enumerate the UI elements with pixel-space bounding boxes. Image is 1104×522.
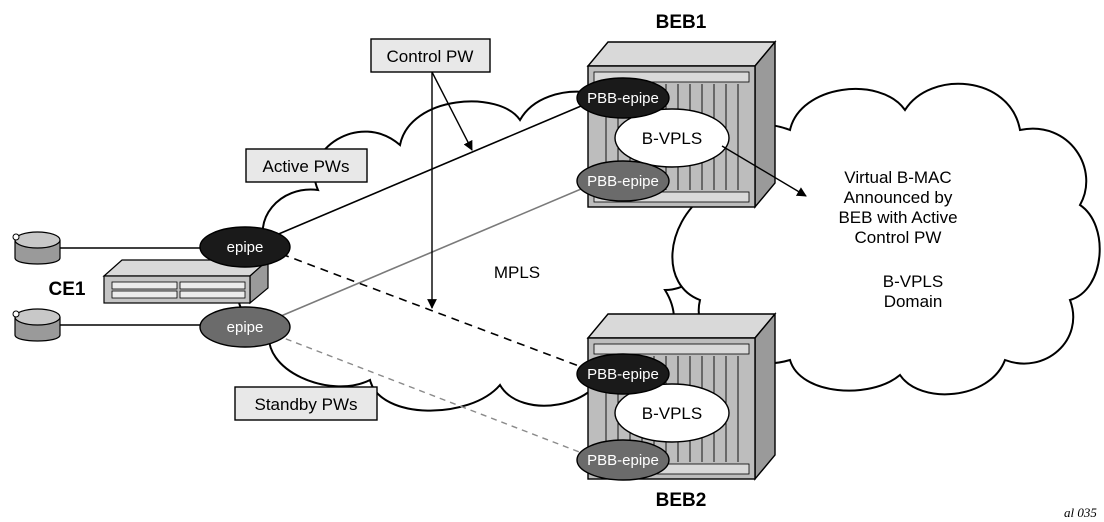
beb2-bvpls-label: B-VPLS bbox=[642, 404, 702, 423]
beb1-bvpls-label: B-VPLS bbox=[642, 129, 702, 148]
beb1-pbb-epipe-bottom-label: PBB-epipe bbox=[587, 173, 659, 190]
standby-pws-box bbox=[234, 386, 378, 421]
vmac-line-4: Control PW bbox=[855, 228, 942, 247]
active-pw-line bbox=[254, 97, 601, 245]
announce-arrow bbox=[721, 145, 807, 197]
epipe-standby-label: epipe bbox=[227, 319, 264, 336]
control-pw-label: Control PW bbox=[387, 47, 474, 66]
control-pw-box bbox=[370, 38, 491, 73]
active-pws-label: Active PWs bbox=[263, 157, 350, 176]
figure-id: al 035 bbox=[1064, 505, 1097, 520]
domain-line-1: B-VPLS bbox=[883, 272, 943, 291]
beb2-pbb-epipe-bottom-label: PBB-epipe bbox=[587, 452, 659, 469]
beb2-label: BEB2 bbox=[656, 490, 707, 511]
domain-line-2: Domain bbox=[884, 292, 943, 311]
active-pws-box bbox=[245, 148, 368, 183]
beb1-pbb-epipe-bottom bbox=[576, 160, 670, 202]
beb1-bvpls-node bbox=[614, 108, 730, 168]
active-pw-line-standby-epipe bbox=[254, 180, 601, 328]
beb2-pbb-epipe-bottom bbox=[576, 439, 670, 481]
vmac-line-3: BEB with Active bbox=[838, 208, 957, 227]
beb1-pbb-epipe-top-label: PBB-epipe bbox=[587, 90, 659, 107]
mpls-label: MPLS bbox=[494, 263, 540, 282]
epipe-standby-node bbox=[199, 306, 291, 348]
standby-pw-line-standby-epipe bbox=[254, 326, 601, 461]
vmac-line-2: Announced by bbox=[844, 188, 953, 207]
beb2-pbb-epipe-top bbox=[576, 353, 670, 395]
control-pw-arrow-1 bbox=[431, 71, 473, 151]
beb2-bvpls-node bbox=[614, 383, 730, 443]
ce1-label: CE1 bbox=[49, 279, 86, 300]
beb1-label: BEB1 bbox=[656, 12, 707, 33]
router-icon bbox=[12, 308, 61, 342]
standby-pws-label: Standby PWs bbox=[255, 395, 358, 414]
epipe-active-node bbox=[199, 226, 291, 268]
beb1-pbb-epipe-top bbox=[576, 77, 670, 119]
epipe-active-label: epipe bbox=[227, 239, 264, 256]
beb2-pbb-epipe-top-label: PBB-epipe bbox=[587, 366, 659, 383]
router-icon bbox=[12, 231, 61, 265]
standby-pw-line bbox=[254, 243, 601, 375]
vmac-line-1: Virtual B-MAC bbox=[844, 168, 951, 187]
